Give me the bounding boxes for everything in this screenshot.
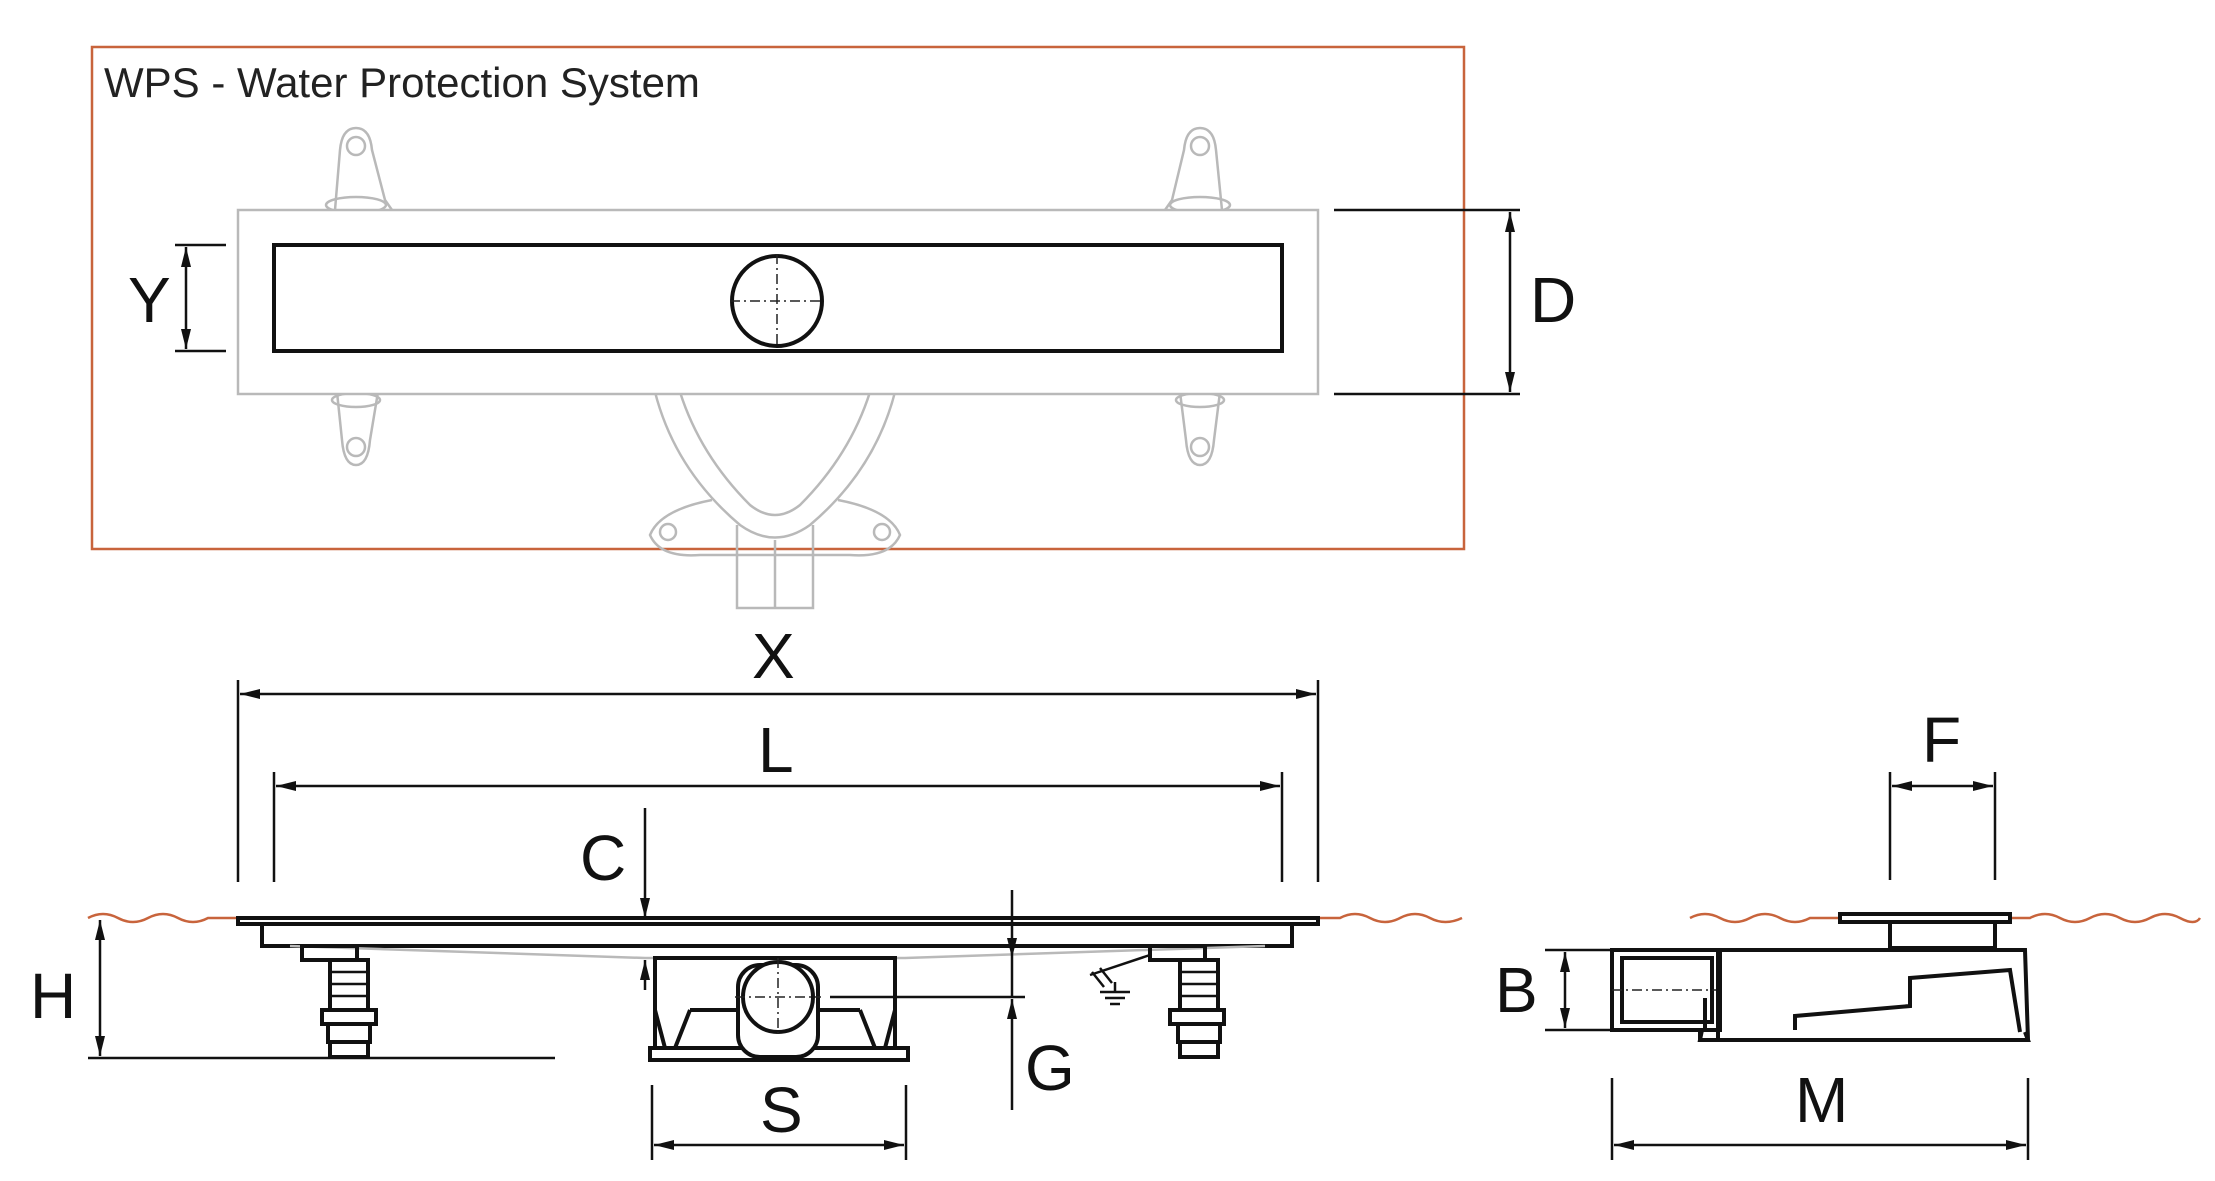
dimension-h: H <box>30 920 555 1060</box>
adjustable-foot-left <box>300 944 378 1059</box>
label-h: H <box>30 960 76 1032</box>
label-y: Y <box>128 264 171 336</box>
dimension-f: F <box>1888 704 1997 880</box>
mounting-bracket-bottom-left <box>330 391 382 467</box>
mounting-bracket-top-right <box>1163 126 1232 215</box>
siphon-front <box>648 956 910 1062</box>
label-d: D <box>1530 264 1576 336</box>
dimension-y: Y <box>128 243 226 353</box>
ground-icon <box>1089 953 1151 1006</box>
top-view: WPS - Water Protection System <box>90 45 1576 610</box>
floor-line-left <box>87 912 238 924</box>
dimension-s: S <box>650 1074 908 1160</box>
channel-grate <box>272 243 1284 353</box>
floor-line-side <box>1689 912 2202 924</box>
dimension-g: G <box>830 890 1075 1110</box>
dimension-c: C <box>580 808 650 990</box>
label-l: L <box>758 714 794 786</box>
front-view: X L <box>30 620 1463 1160</box>
mounting-bracket-top-left <box>324 126 394 215</box>
side-view: F B M <box>1495 704 2202 1160</box>
siphon-outline <box>648 391 902 610</box>
label-g: G <box>1025 1032 1075 1104</box>
label-c: C <box>580 822 626 894</box>
dimension-x: X <box>236 620 1320 882</box>
dimension-b: B <box>1495 948 1612 1032</box>
label-f: F <box>1922 704 1961 776</box>
floor-line-right <box>1318 912 1463 924</box>
diagram-title: WPS - Water Protection System <box>104 59 700 106</box>
mounting-bracket-bottom-right <box>1174 391 1226 467</box>
label-s: S <box>760 1074 803 1146</box>
adjustable-foot-right <box>1148 944 1226 1059</box>
label-m: M <box>1795 1064 1848 1136</box>
top-view-frame <box>90 45 1466 551</box>
label-b: B <box>1495 954 1538 1026</box>
dimension-m: M <box>1610 1064 2030 1160</box>
label-x: X <box>752 620 795 692</box>
drain-outlet-circle <box>730 254 824 348</box>
side-profile-body <box>1610 912 2031 1042</box>
channel-side-profile <box>236 916 1320 960</box>
dimension-l: L <box>272 714 1284 882</box>
dimension-d: D <box>1334 208 1576 396</box>
